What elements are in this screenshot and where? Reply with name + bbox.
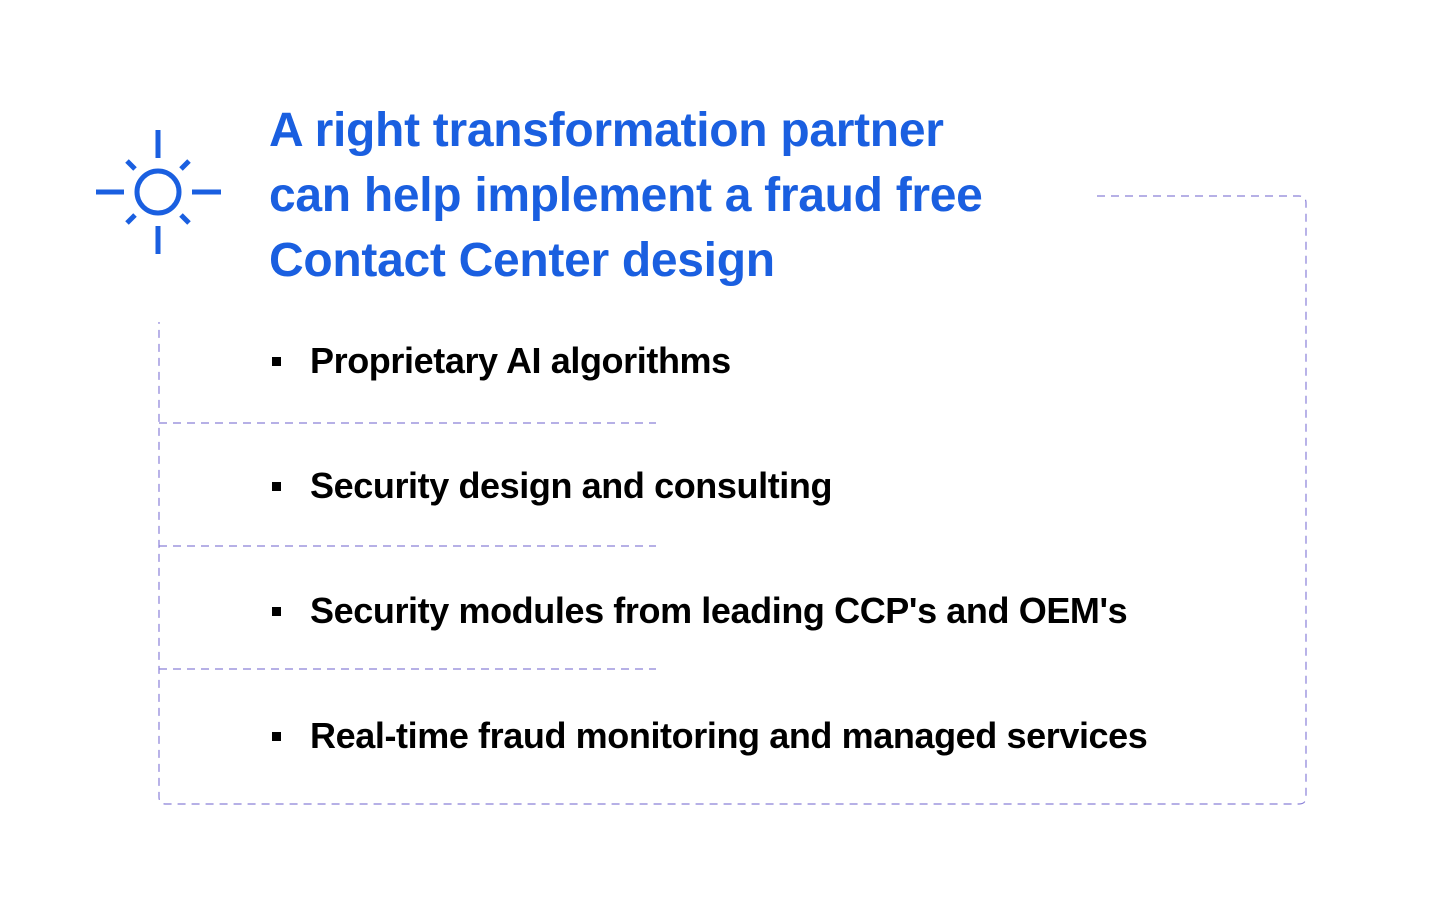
title-line-2: can help implement a fraud free (269, 169, 983, 222)
bullet-square-icon (272, 356, 281, 366)
list-item-label: Proprietary AI algorithms (310, 340, 731, 381)
list-item: Security design and consulting (270, 461, 832, 511)
list-item: Real-time fraud monitoring and managed s… (270, 711, 1148, 761)
page-title: A right transformation partner can help … (269, 98, 983, 293)
list-item: Proprietary AI algorithms (270, 336, 731, 386)
bullet-square-icon (272, 481, 281, 491)
sun-icon (94, 128, 224, 258)
title-line-3: Contact Center design (269, 234, 775, 287)
bullet-square-icon (272, 606, 281, 616)
list-item: Security modules from leading CCP's and … (270, 586, 1128, 636)
list-item-label: Real-time fraud monitoring and managed s… (310, 715, 1148, 756)
list-item-label: Security design and consulting (310, 465, 833, 506)
list-item-label: Security modules from leading CCP's and … (310, 590, 1128, 631)
title-line-1: A right transformation partner (269, 104, 944, 157)
bullet-square-icon (272, 731, 281, 741)
